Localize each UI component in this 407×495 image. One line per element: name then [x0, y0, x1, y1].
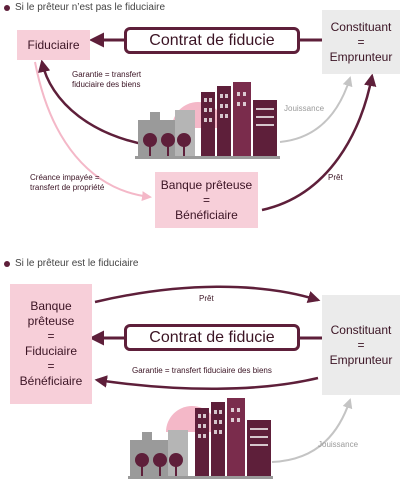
- contrat-fiducie-box-2: Contrat de fiducie: [124, 324, 300, 351]
- garantie-arrow-2: [94, 375, 319, 391]
- bullet-icon: [4, 4, 10, 11]
- pret-arrow-1: [261, 73, 377, 212]
- equals-line: =: [47, 359, 55, 373]
- contrat-fiducie-label-2: Contrat de fiducie: [149, 328, 275, 346]
- jouissance-arrow-1: [279, 76, 353, 143]
- constituant-line: Constituant: [330, 322, 392, 337]
- constituant-box-1: Constituant = Emprunteur: [322, 10, 400, 74]
- creance-line-2: transfert de propriété: [30, 182, 105, 192]
- equals-line: =: [202, 192, 210, 207]
- contrat-fiducie-label-1: Contrat de fiducie: [149, 31, 275, 49]
- banque-box-1: Banque prêteuse = Bénéficiaire: [155, 172, 258, 228]
- banque-line: Banque: [30, 299, 72, 313]
- creance-line-1: Créance impayée =: [30, 173, 100, 182]
- buildings-icon-1: [135, 82, 280, 159]
- banque-box-2: Banque prêteuse = Fiduciaire = Bénéficia…: [10, 284, 92, 404]
- garantie-line-2: fiduciaire des biens: [72, 79, 141, 89]
- section-title-1: Si le prêteur n’est pas le fiduciaire: [4, 2, 165, 13]
- creance-arrow-1: [34, 61, 152, 202]
- pret-label-1: Prêt: [328, 173, 343, 182]
- garantie-label-1: Garantie = transfert fiduciaire des bien…: [72, 70, 141, 89]
- jouissance-label-2: Jouissance: [318, 440, 359, 449]
- constituant-box-2: Constituant = Emprunteur: [322, 295, 400, 395]
- equals-line: =: [47, 329, 55, 343]
- pret-label-2: Prêt: [199, 294, 214, 303]
- jouissance-label-1: Jouissance: [284, 104, 325, 113]
- pret-arrow-2: [94, 285, 321, 304]
- fiduciaire-label: Fiduciaire: [27, 37, 80, 52]
- jouissance-arrow-2: [271, 398, 353, 463]
- buildings-icon-2: [128, 398, 273, 479]
- emprunteur-line: Emprunteur: [329, 49, 393, 64]
- creance-label: Créance impayée = transfert de propriété: [30, 173, 104, 192]
- beneficiaire-line: Bénéficiaire: [175, 207, 238, 222]
- banque-line: Banque prêteuse: [160, 177, 253, 192]
- equals-line: =: [357, 34, 365, 49]
- emprunteur-line: Emprunteur: [329, 352, 393, 367]
- equals-line: =: [357, 337, 365, 352]
- section-title-2: Si le prêteur est le fiduciaire: [4, 258, 138, 269]
- fiduciaire-box: Fiduciaire: [17, 30, 90, 60]
- section-title-1-text: Si le prêteur n’est pas le fiduciaire: [15, 2, 166, 13]
- beneficiaire-line: Bénéficiaire: [19, 374, 83, 388]
- fiduciaire-line: Fiduciaire: [24, 344, 78, 358]
- garantie-label-2: Garantie = transfert fiduciaire des bien…: [132, 366, 272, 375]
- bullet-icon: [4, 260, 10, 267]
- constituant-line: Constituant: [330, 19, 392, 34]
- contrat-fiducie-box-1: Contrat de fiducie: [124, 27, 300, 54]
- preteuse-line: prêteuse: [27, 314, 75, 328]
- section-title-2-text: Si le prêteur est le fiduciaire: [15, 258, 139, 269]
- garantie-line-1: Garantie = transfert: [72, 70, 142, 79]
